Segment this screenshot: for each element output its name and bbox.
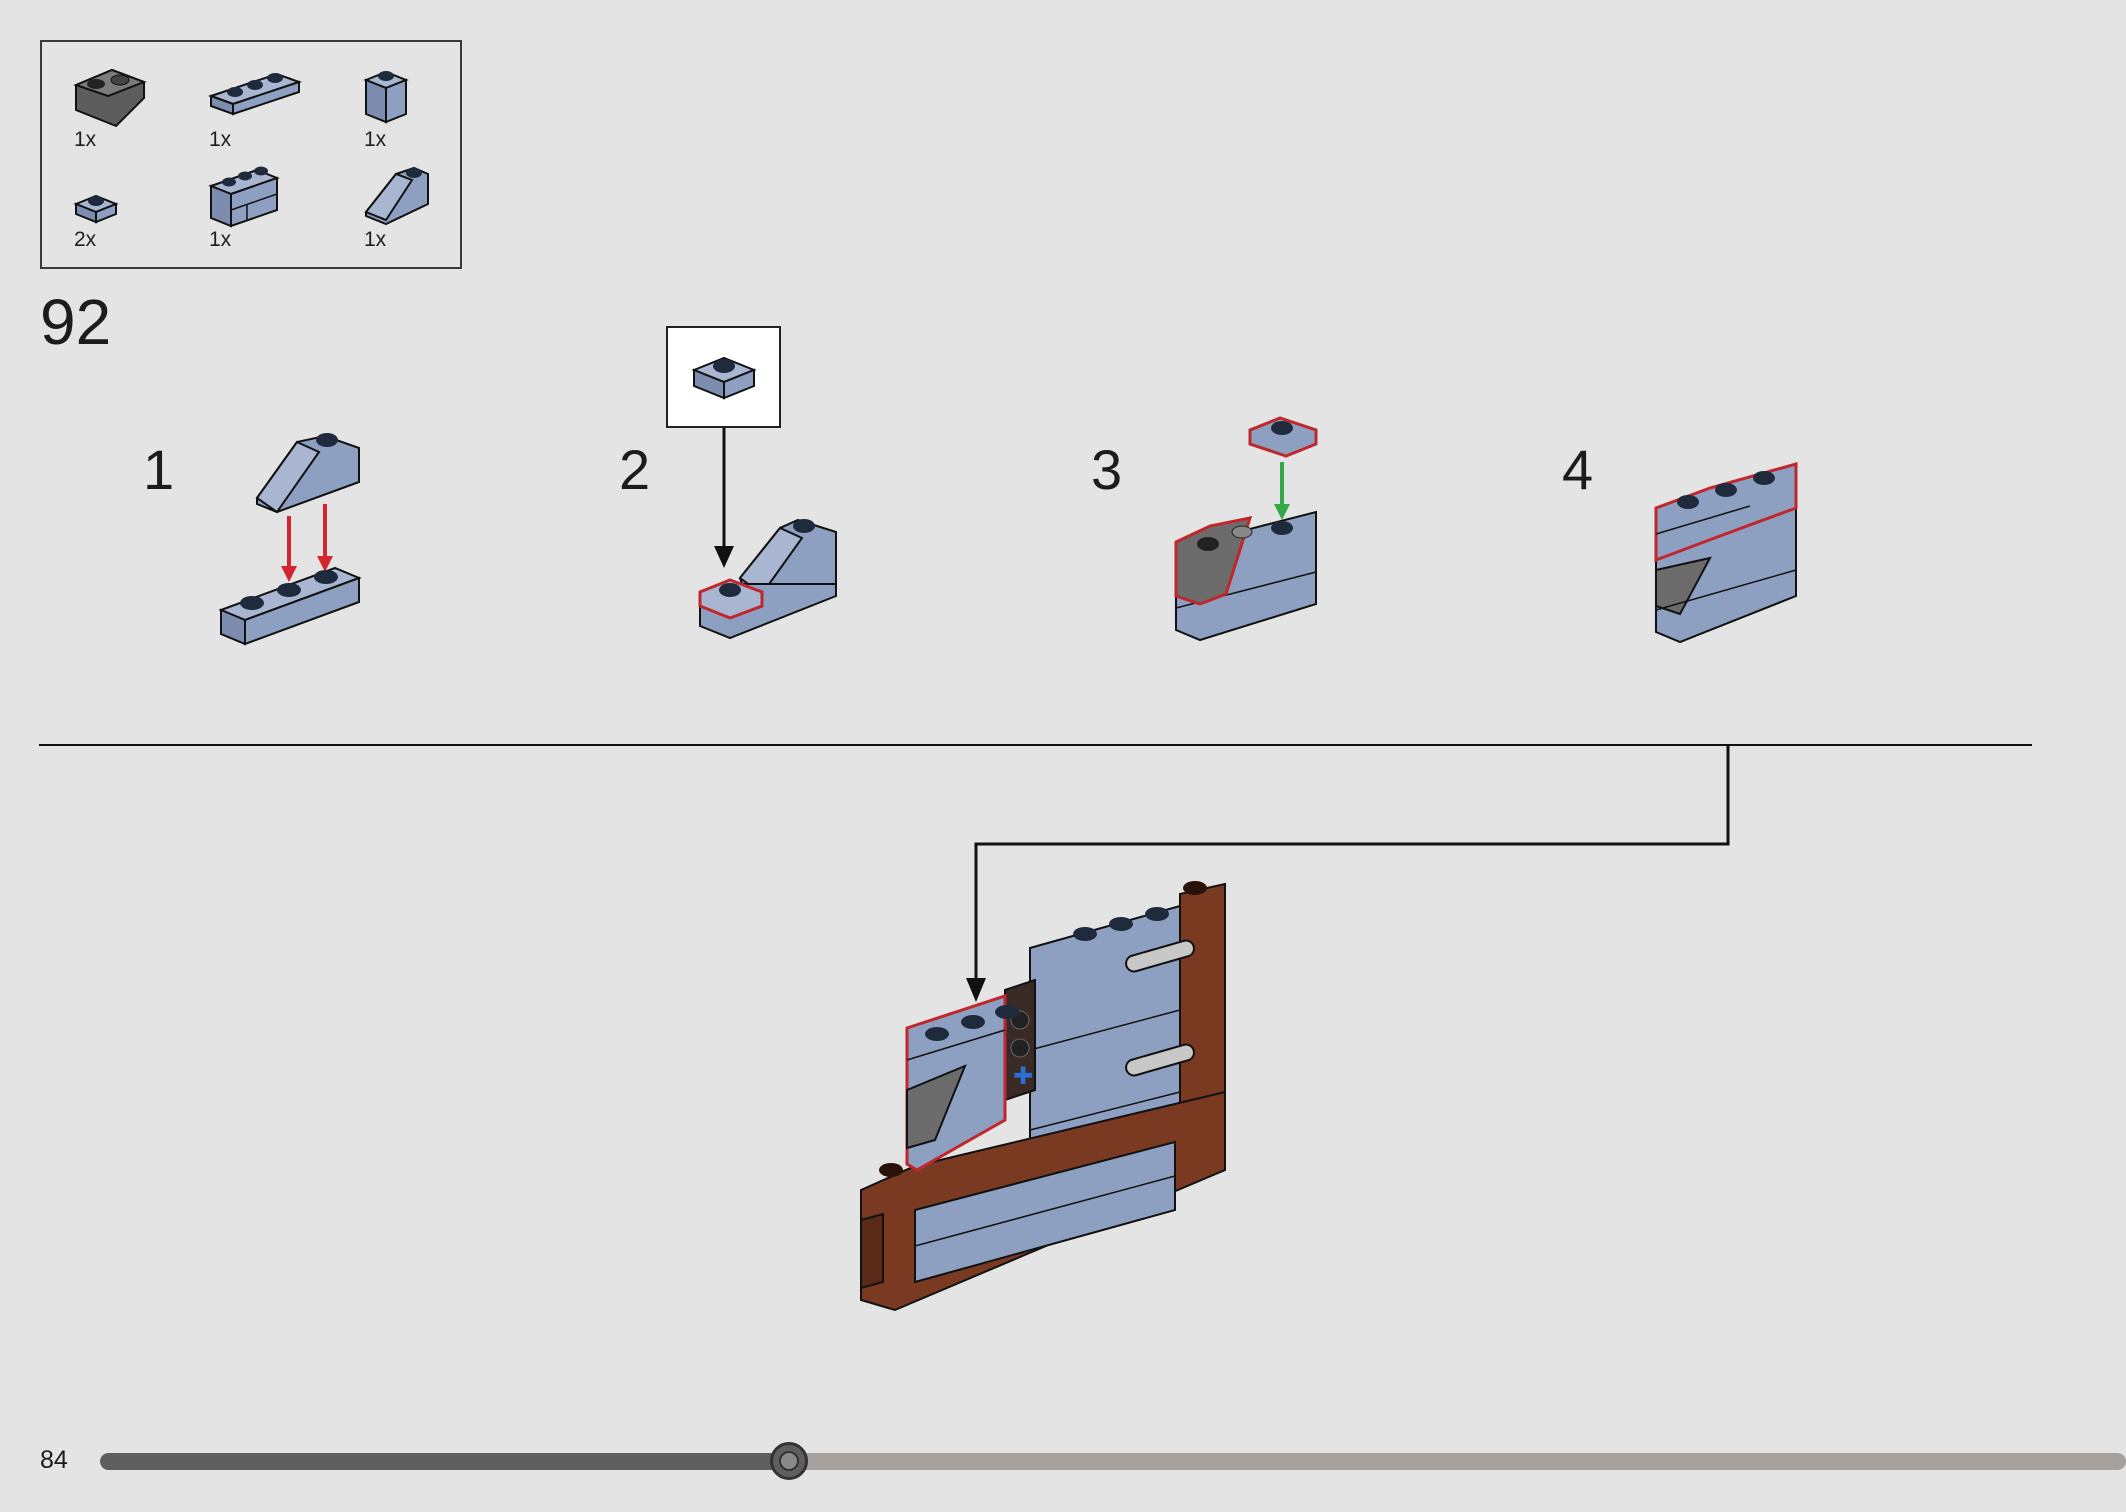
blue-plate-1x1-icon [691,356,757,400]
arrow-down-icon [1274,504,1290,520]
blue-brick-1x1-icon [363,70,409,124]
part-qty: 1x [364,228,387,251]
substep-number: 2 [619,438,651,501]
part-qty: 1x [364,128,387,151]
arrow-down-icon [317,556,333,572]
substep-2-illustration [698,428,837,640]
substep-number: 1 [143,438,175,501]
blue-plate-1x1-icon [73,194,119,224]
blue-slope-brick-icon [364,166,429,226]
part-qty: 1x [74,128,97,151]
section-divider [39,744,2032,746]
page-number: 84 [40,1446,68,1474]
substep-number: 4 [1562,438,1594,501]
progress-bar[interactable] [100,1453,2126,1470]
svg-text:✚: ✚ [1013,1062,1033,1090]
part-qty: 1x [209,228,232,251]
part-qty: 1x [209,128,232,151]
blue-masonry-brick-icon [208,166,280,228]
substep-1-illustration [218,433,362,646]
arrow-down-icon [281,566,297,582]
final-assembly-illustration: ✚ [860,881,1226,1312]
substep-number: 3 [1091,438,1123,501]
callout-box [666,326,781,428]
substep-3-illustration [1174,416,1318,642]
arrow-down-icon [966,978,986,1002]
substep-4-illustration [1654,462,1798,644]
blue-plate-1x3-icon [207,72,303,116]
dark-inverted-slope-brick-icon [73,68,147,128]
arrow-down-icon [714,546,734,568]
step-number: 92 [40,286,112,358]
progress-handle[interactable] [769,1442,808,1480]
part-qty: 2x [74,228,97,251]
progress-fill [100,1453,789,1470]
parts-list-box: 1x 1x 1x 2x 1x [40,40,462,269]
assembly-connector-arrow [966,744,1730,1002]
